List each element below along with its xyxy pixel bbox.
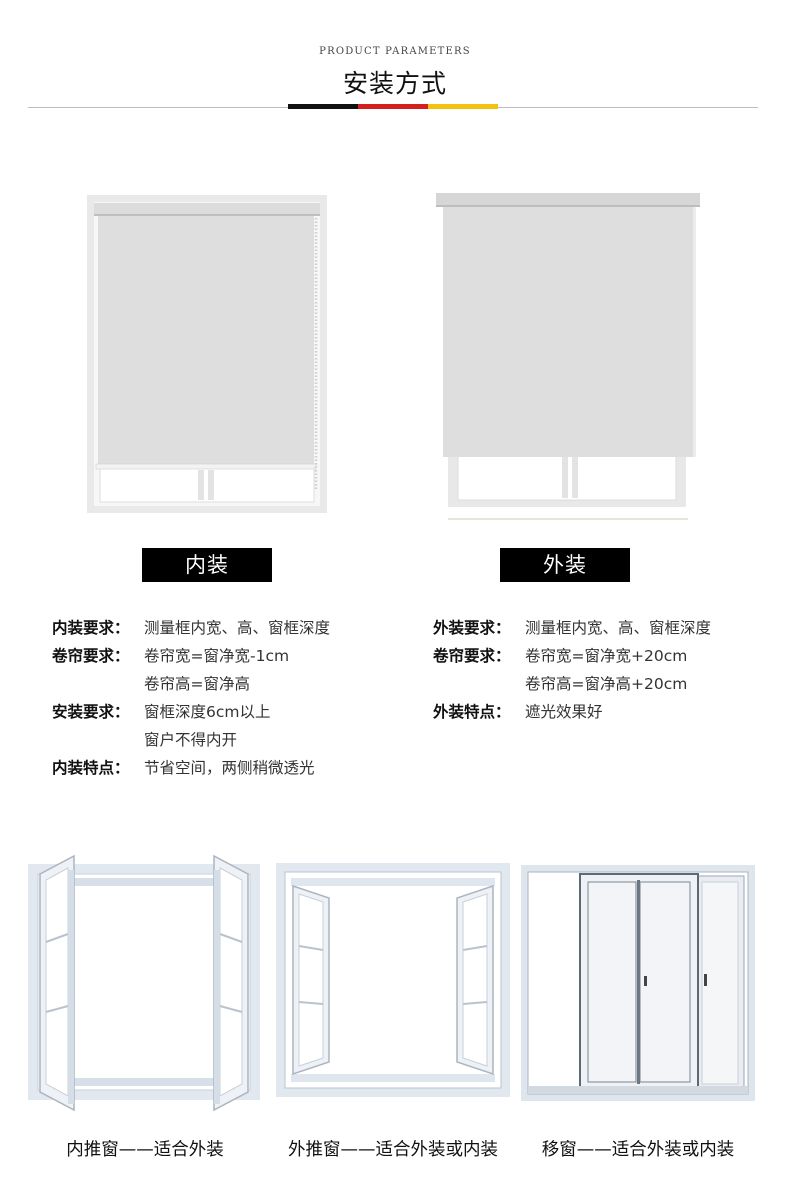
requirement-key: 卷帘要求： (433, 647, 511, 665)
inward-casement-window-illustration (28, 854, 260, 1112)
requirement-value: 窗户不得内开 (144, 731, 238, 749)
outer-mount-blind-illustration (436, 193, 700, 520)
requirement-key: 外装特点： (433, 703, 511, 721)
requirement-row: 卷帘要求： 卷帘宽=窗净宽-1cm (52, 642, 330, 670)
outward-window-caption: 外推窗——适合外装或内装 (288, 1140, 498, 1160)
requirement-value: 遮光效果好 (525, 703, 603, 721)
flag-stripe-black (288, 104, 358, 109)
requirement-row: 内装特点： 节省空间，两侧稍微透光 (52, 754, 330, 782)
requirement-value: 卷帘宽=窗净宽+20cm (525, 647, 688, 665)
requirement-row: 外装特点： 遮光效果好 (433, 698, 711, 726)
requirement-key: 卷帘要求： (52, 647, 130, 665)
flag-stripe-yellow (428, 104, 498, 109)
requirement-value: 卷帘高=窗净高+20cm (525, 675, 688, 693)
requirement-row: 卷帘要求： 卷帘宽=窗净宽+20cm (433, 642, 711, 670)
requirement-key: 内装特点： (52, 759, 130, 777)
outward-casement-window-illustration (276, 863, 510, 1097)
requirement-key: 内装要求： (52, 619, 130, 637)
flag-stripe-red (358, 104, 428, 109)
sliding-window-caption: 移窗——适合外装或内装 (541, 1140, 735, 1160)
inner-mount-blind-illustration (87, 195, 327, 513)
section-title: 安装方式 (342, 69, 447, 98)
requirement-row: 内装要求： 测量框内宽、高、窗框深度 (52, 614, 330, 642)
outer-install-label: 外装 (500, 548, 630, 582)
inward-window-caption: 内推窗——适合外装 (66, 1140, 224, 1160)
requirement-key: 安装要求： (52, 703, 130, 721)
requirement-value: 节省空间，两侧稍微透光 (144, 759, 315, 777)
requirement-value: 测量框内宽、高、窗框深度 (144, 619, 331, 637)
outer-install-requirements: 外装要求： 测量框内宽、高、窗框深度 卷帘要求： 卷帘宽=窗净宽+20cm 卷帘… (433, 614, 711, 726)
requirement-row: 安装要求： 窗框深度6cm以上 (52, 698, 330, 726)
inner-install-requirements: 内装要求： 测量框内宽、高、窗框深度 卷帘要求： 卷帘宽=窗净宽-1cm 卷帘高… (52, 614, 330, 782)
requirement-value: 卷帘高=窗净高 (144, 675, 250, 693)
inner-install-label: 内装 (142, 548, 272, 582)
requirement-key: 外装要求： (433, 619, 511, 637)
requirement-value: 窗框深度6cm以上 (144, 703, 271, 721)
sliding-window-illustration (521, 865, 755, 1101)
section-subtitle: PRODUCT PARAMETERS (319, 46, 471, 57)
requirement-value: 卷帘宽=窗净宽-1cm (144, 647, 290, 665)
requirement-value: 测量框内宽、高、窗框深度 (525, 619, 712, 637)
requirement-row: 外装要求： 测量框内宽、高、窗框深度 (433, 614, 711, 642)
